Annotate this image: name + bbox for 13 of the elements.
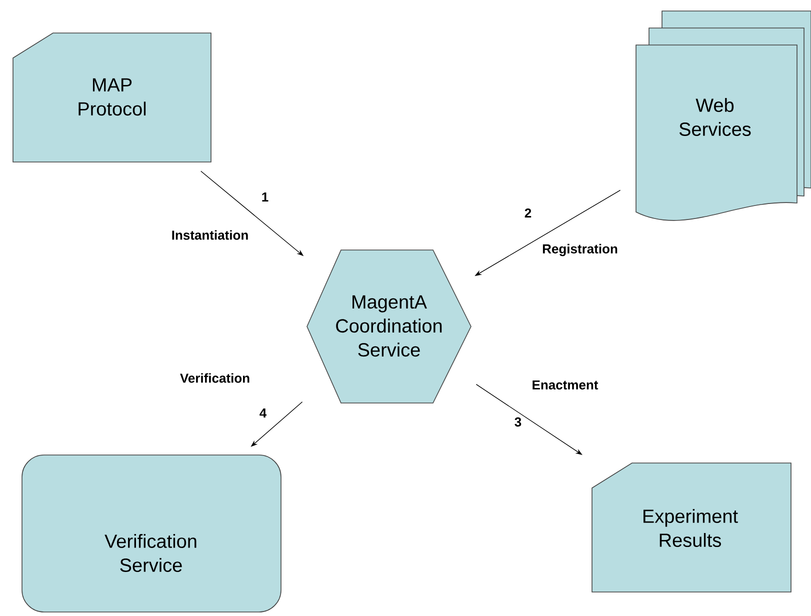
edge-label: Enactment — [532, 380, 598, 390]
edge-label: Instantiation — [172, 230, 248, 240]
hexagon: MagentA Coordination Service — [306, 250, 472, 404]
edge-label: Registration — [542, 244, 618, 256]
document-box: Experiment Results — [592, 462, 792, 592]
rounded-box: Verification Service — [22, 454, 282, 612]
step-number: 3 — [514, 417, 522, 427]
step-number: 1 — [262, 192, 268, 202]
stacked-documents: Web Services — [636, 10, 811, 221]
step-number: 4 — [260, 408, 267, 418]
step-number: 2 — [524, 208, 532, 218]
document-box: MAP Protocol — [12, 32, 212, 162]
edge-label: Verification — [180, 373, 250, 383]
